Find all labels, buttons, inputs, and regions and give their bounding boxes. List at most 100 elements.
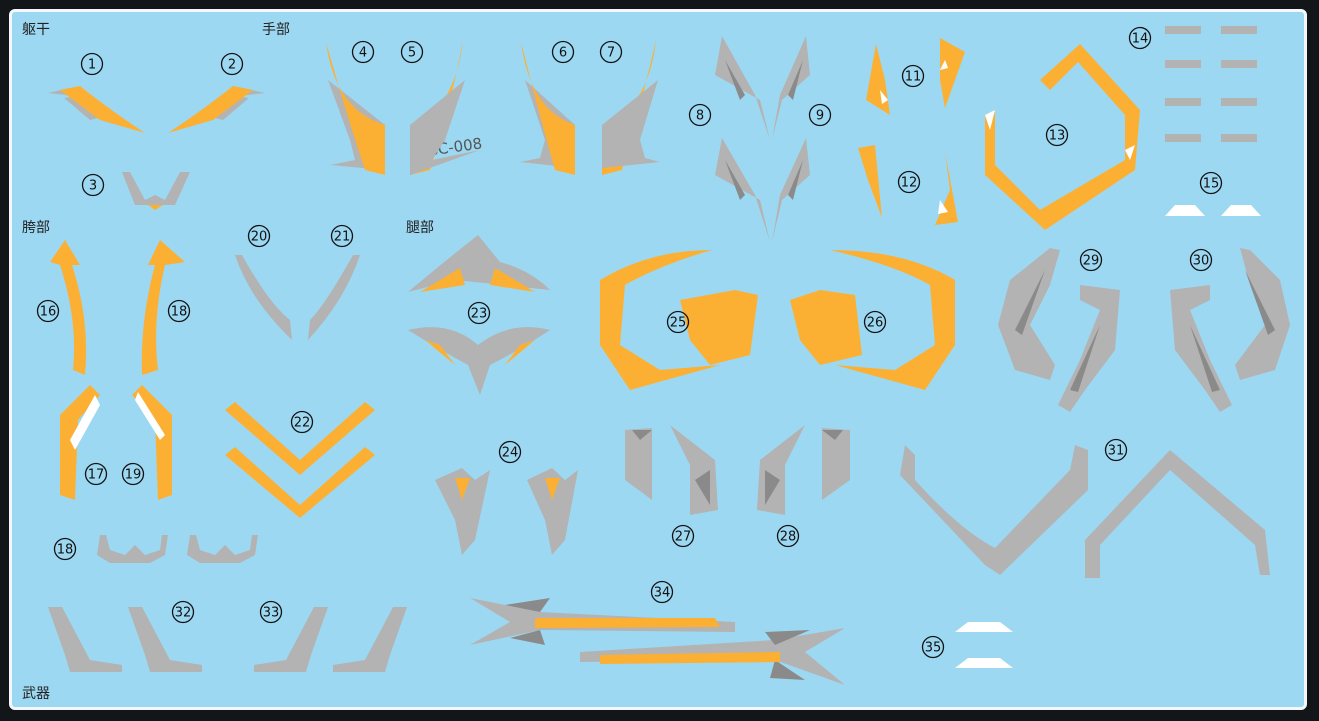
number-text: 28 bbox=[780, 530, 797, 545]
number-circle bbox=[167, 299, 191, 323]
part-number-15: 15 bbox=[1199, 171, 1223, 195]
part-number-26: 26 bbox=[863, 310, 887, 334]
number-text: 30 bbox=[1193, 254, 1210, 269]
number-text: 1 bbox=[88, 58, 96, 73]
number-circle bbox=[921, 635, 945, 659]
number-text: 25 bbox=[670, 316, 687, 331]
number-text: 23 bbox=[471, 307, 488, 322]
number-circle bbox=[351, 40, 375, 64]
number-text: 17 bbox=[88, 468, 105, 483]
part-number-28: 28 bbox=[776, 524, 800, 548]
number-circle bbox=[53, 537, 77, 561]
number-circle bbox=[551, 40, 575, 64]
number-circle bbox=[400, 40, 424, 64]
number-circle bbox=[247, 224, 271, 248]
number-text: 24 bbox=[502, 446, 519, 461]
number-circle bbox=[1104, 438, 1128, 462]
part-number-9: 9 bbox=[808, 103, 832, 127]
number-text: 26 bbox=[867, 316, 884, 331]
number-circle bbox=[599, 40, 623, 64]
part-number-13: 13 bbox=[1045, 123, 1069, 147]
number-text: 35 bbox=[925, 641, 942, 656]
number-circle bbox=[650, 580, 674, 604]
part-number-29: 29 bbox=[1079, 248, 1103, 272]
decal-shapes bbox=[48, 26, 1290, 685]
part-number-16: 16 bbox=[36, 299, 60, 323]
part-number-34: 34 bbox=[650, 580, 674, 604]
part-number-6: 6 bbox=[551, 40, 575, 64]
number-text: 34 bbox=[654, 586, 671, 601]
number-text: 4 bbox=[359, 46, 367, 61]
number-circle bbox=[290, 410, 314, 434]
number-text: 5 bbox=[408, 46, 416, 61]
part-number-1: 1 bbox=[80, 52, 104, 76]
part-number-8: 8 bbox=[688, 103, 712, 127]
number-circle bbox=[688, 103, 712, 127]
part-number-22: 22 bbox=[290, 410, 314, 434]
number-text: 33 bbox=[263, 606, 280, 621]
part-number-21: 21 bbox=[330, 224, 354, 248]
section-hands: 手部 bbox=[262, 22, 290, 38]
number-circle bbox=[498, 440, 522, 464]
number-circle bbox=[776, 524, 800, 548]
number-text: 9 bbox=[816, 109, 824, 124]
part-number-11: 11 bbox=[901, 64, 925, 88]
part-number-20: 20 bbox=[247, 224, 271, 248]
part-number-30: 30 bbox=[1189, 248, 1213, 272]
number-circle bbox=[1128, 26, 1152, 50]
number-text: 15 bbox=[1203, 177, 1220, 192]
number-text: 22 bbox=[294, 416, 311, 431]
number-text: 11 bbox=[905, 70, 922, 85]
part-number-3: 3 bbox=[81, 173, 105, 197]
number-text: 27 bbox=[675, 530, 692, 545]
part-number-4: 4 bbox=[351, 40, 375, 64]
part-number-35: 35 bbox=[921, 635, 945, 659]
number-text: 32 bbox=[175, 606, 192, 621]
number-circle bbox=[330, 224, 354, 248]
number-circle bbox=[671, 524, 695, 548]
section-weapons: 武器 bbox=[22, 686, 50, 702]
number-text: 14 bbox=[1132, 32, 1149, 47]
number-text: 6 bbox=[559, 46, 567, 61]
section-legs: 腿部 bbox=[406, 220, 434, 236]
number-circle bbox=[220, 52, 244, 76]
number-circle bbox=[1199, 171, 1223, 195]
part-number-12: 12 bbox=[897, 170, 921, 194]
number-circle bbox=[1189, 248, 1213, 272]
number-circle bbox=[36, 299, 60, 323]
number-text: 18 bbox=[171, 305, 188, 320]
number-text: 21 bbox=[334, 230, 351, 245]
part-number-18: 18 bbox=[53, 537, 77, 561]
section-torso: 躯干 bbox=[22, 22, 50, 38]
part-number-23: 23 bbox=[467, 301, 491, 325]
number-text: 16 bbox=[40, 305, 57, 320]
part-number-14: 14 bbox=[1128, 26, 1152, 50]
number-circle bbox=[121, 462, 145, 486]
number-text: 20 bbox=[251, 230, 268, 245]
part-number-24: 24 bbox=[498, 440, 522, 464]
number-circle bbox=[1045, 123, 1069, 147]
number-text: 7 bbox=[607, 46, 615, 61]
number-text: 29 bbox=[1083, 254, 1100, 269]
number-text: 8 bbox=[696, 109, 704, 124]
number-circle bbox=[863, 310, 887, 334]
number-circle bbox=[171, 600, 195, 624]
number-text: 31 bbox=[1108, 444, 1125, 459]
number-circle bbox=[901, 64, 925, 88]
section-hips: 胯部 bbox=[22, 220, 50, 236]
number-circle bbox=[84, 462, 108, 486]
number-text: 3 bbox=[89, 179, 97, 194]
number-circle bbox=[1079, 248, 1103, 272]
part-number-7: 7 bbox=[599, 40, 623, 64]
part-number-2: 2 bbox=[220, 52, 244, 76]
part-number-25: 25 bbox=[666, 310, 690, 334]
part-number-18: 18 bbox=[167, 299, 191, 323]
part-number-27: 27 bbox=[671, 524, 695, 548]
part-number-33: 33 bbox=[259, 600, 283, 624]
number-circle bbox=[897, 170, 921, 194]
number-circle bbox=[467, 301, 491, 325]
number-text: 18 bbox=[57, 543, 74, 558]
number-circle bbox=[81, 173, 105, 197]
